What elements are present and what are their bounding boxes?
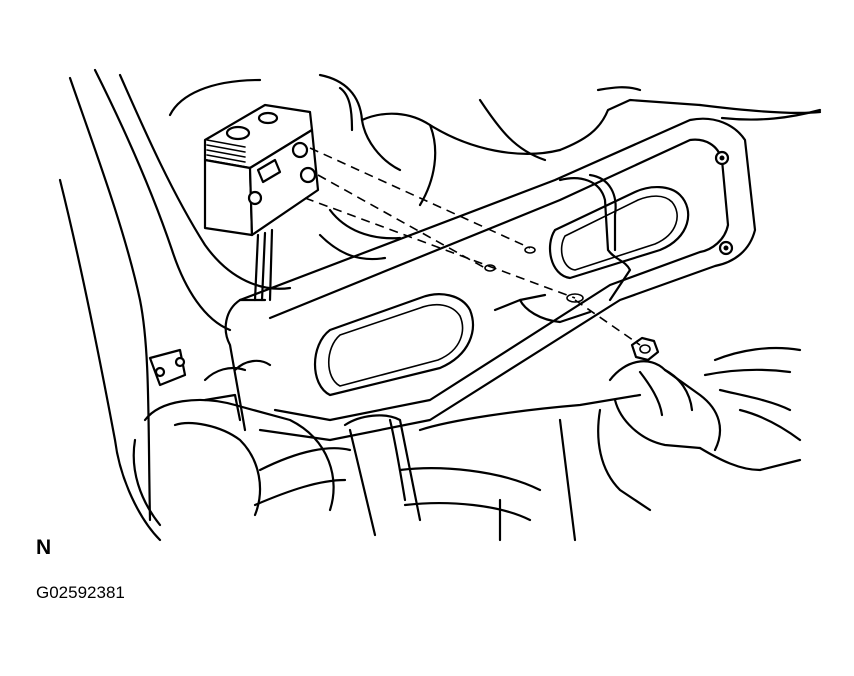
mounting-bracket [224, 117, 757, 442]
sensor-connector [203, 103, 320, 302]
figure-id-label: G02592381 [36, 583, 125, 602]
view-code-label: N [36, 536, 52, 559]
lower-assembly [132, 348, 642, 542]
hand-illustration [597, 346, 802, 512]
nut-icon [630, 336, 660, 362]
body-panel-outline [58, 68, 822, 542]
alignment-lines [304, 147, 641, 346]
